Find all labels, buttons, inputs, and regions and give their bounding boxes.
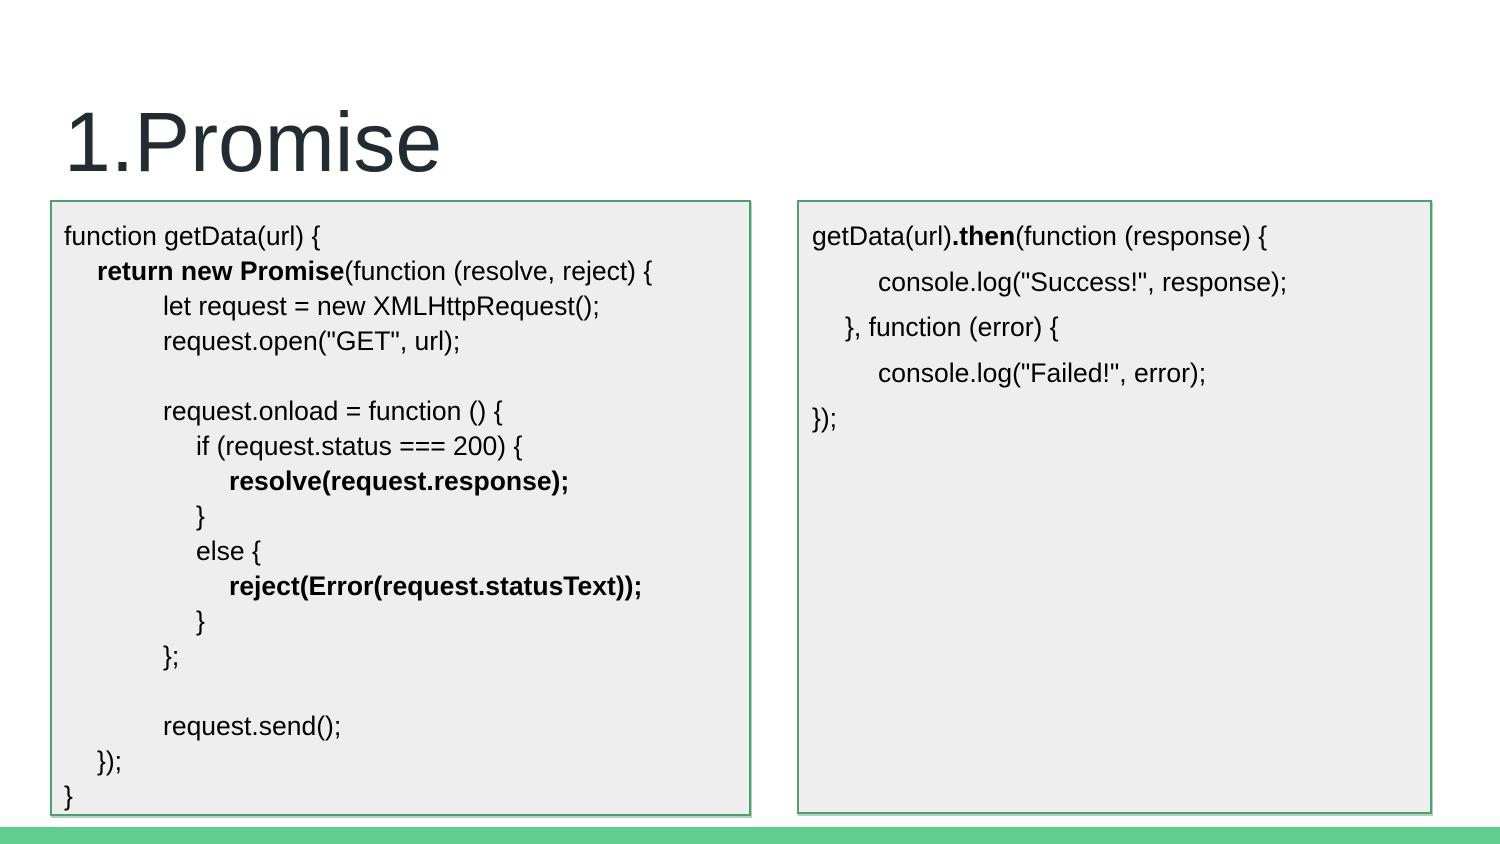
code-line: getData(url).then(function (response) { [812,214,1417,260]
code-segment: let request = new XMLHttpRequest(); [163,291,600,321]
bottom-accent-bar [0,827,1500,844]
code-segment-bold: resolve(request.response); [229,466,570,496]
code-line: else { [64,534,737,569]
code-segment: } [196,501,205,531]
code-line: }, function (error) { [812,305,1417,351]
code-segment-bold: .then [951,221,1016,251]
code-segment: getData(url) [812,221,952,251]
code-segment: } [196,606,205,636]
code-line: } [64,604,737,639]
code-segment: request.send(); [163,711,342,741]
code-line: }); [64,744,737,779]
code-line: }; [64,639,737,674]
code-box-promise-definition: function getData(url) {return new Promis… [50,200,751,816]
code-line: return new Promise(function (resolve, re… [64,254,737,289]
code-line: function getData(url) { [64,219,737,254]
code-line: let request = new XMLHttpRequest(); [64,289,737,324]
code-segment: request.onload = function () { [163,396,503,426]
code-line: request.onload = function () { [64,394,737,429]
code-line: } [64,779,737,814]
code-segment: (function (resolve, reject) { [344,256,653,286]
code-segment: }, function (error) { [845,312,1059,342]
code-line: console.log("Success!", response); [812,260,1417,306]
code-line: console.log("Failed!", error); [812,351,1417,397]
code-blank-line [64,674,737,709]
code-segment: console.log("Failed!", error); [878,357,1207,388]
code-line: if (request.status === 200) { [64,429,737,464]
code-line: reject(Error(request.statusText)); [64,569,737,604]
code-line: } [64,499,737,534]
code-segment: (function (response) { [1015,221,1268,251]
code-line: }); [812,396,1417,442]
slide-title: 1.Promise [64,95,443,189]
code-segment: }); [97,746,123,776]
code-blank-line [64,359,737,394]
code-line: request.open("GET", url); [64,324,737,359]
code-segment: function getData(url) { [64,221,321,251]
code-segment-bold: reject(Error(request.statusText)); [229,571,643,601]
code-segment: }; [163,641,180,671]
code-segment-bold: return new Promise [97,256,345,286]
code-segment: request.open("GET", url); [163,326,461,356]
code-line: resolve(request.response); [64,464,737,499]
code-segment: console.log("Success!", response); [878,266,1288,297]
code-box-promise-usage: getData(url).then(function (response) { c… [797,200,1432,814]
code-segment: } [64,781,73,811]
code-segment: else { [196,536,261,566]
code-segment: if (request.status === 200) { [196,431,523,461]
code-line: request.send(); [64,709,737,744]
code-segment: }); [812,403,838,433]
